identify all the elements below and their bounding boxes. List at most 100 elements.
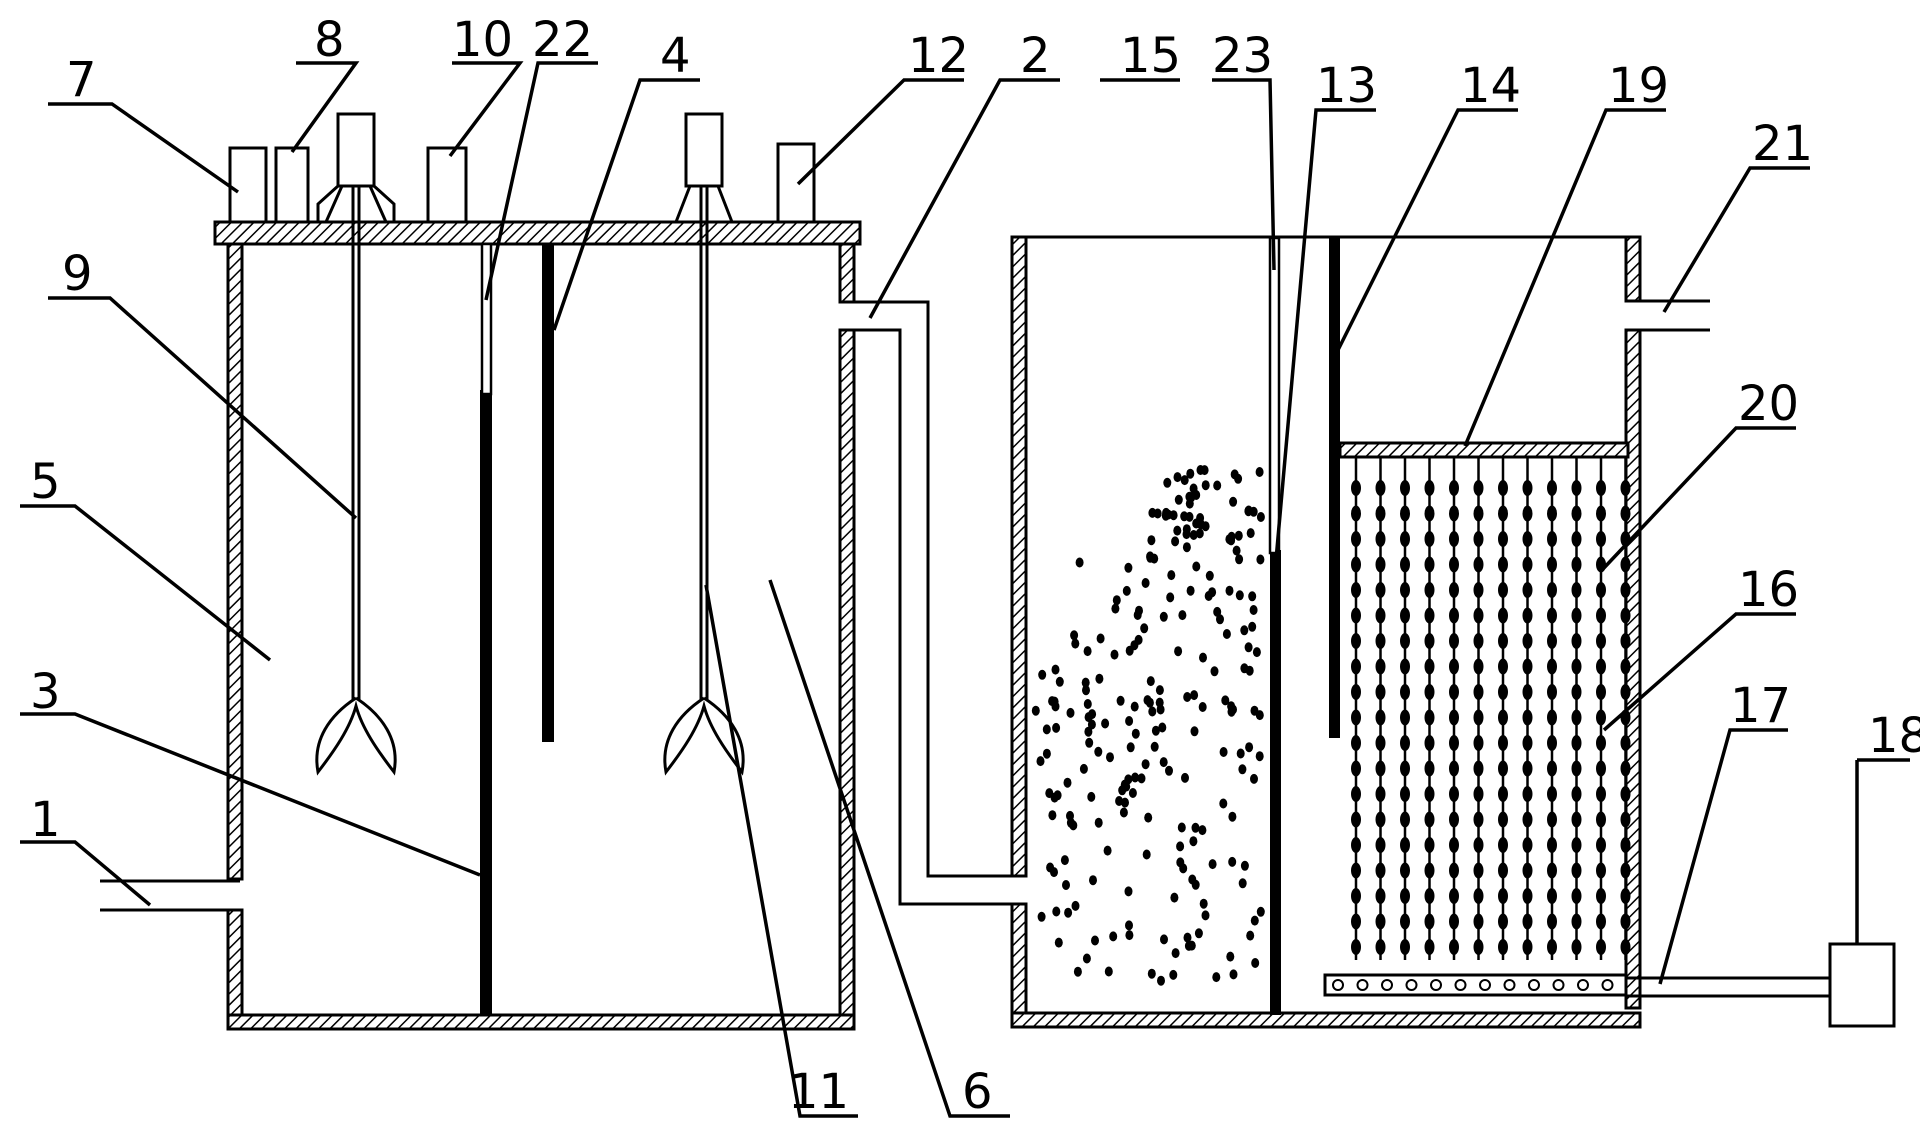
granule — [1196, 465, 1205, 475]
packing-bead — [1522, 505, 1533, 522]
granule — [1140, 623, 1149, 634]
granule — [1255, 751, 1264, 762]
probe-22 — [480, 242, 493, 396]
granule — [1146, 676, 1155, 687]
label-8: 8 — [314, 12, 345, 68]
packing-bead — [1547, 607, 1557, 624]
packing-bead — [1547, 531, 1557, 547]
granule — [1186, 585, 1195, 596]
granule — [1133, 610, 1142, 620]
label-14: 14 — [1460, 58, 1521, 114]
packing-bead — [1424, 480, 1435, 496]
packing-bead — [1400, 888, 1410, 904]
label-2: 2 — [1020, 28, 1051, 84]
granule — [1116, 695, 1125, 706]
packing-bead — [1596, 811, 1606, 828]
granule — [1252, 647, 1261, 658]
support-plate — [1338, 441, 1630, 459]
packing-bead — [1424, 709, 1435, 726]
packing-bead — [1375, 658, 1386, 675]
packing-bead — [1596, 684, 1606, 700]
label-9: 9 — [62, 246, 93, 302]
granule — [1229, 969, 1238, 980]
left-tank-wall-left-lower — [226, 908, 244, 1029]
granule — [1159, 757, 1168, 768]
granule — [1248, 621, 1257, 632]
aerator-hole — [1381, 979, 1393, 991]
packing-bead — [1596, 837, 1606, 853]
packing-bead — [1473, 633, 1484, 649]
granule — [1171, 536, 1180, 547]
granule — [1250, 915, 1259, 926]
packing-bead — [1473, 582, 1484, 598]
packing-bead — [1596, 505, 1606, 522]
air-pump — [1828, 942, 1896, 1028]
packing-bead — [1449, 607, 1459, 624]
packing-bead — [1449, 913, 1459, 930]
granule — [1073, 966, 1082, 977]
packing-bead — [1400, 505, 1410, 522]
packing-bead — [1400, 684, 1410, 700]
packing-bead — [1424, 658, 1435, 675]
label-6: 6 — [962, 1064, 993, 1120]
packing-bead — [1547, 888, 1557, 904]
packing-bead — [1375, 709, 1386, 726]
aerator-hole — [1479, 979, 1491, 991]
packing-bead — [1375, 939, 1386, 955]
packing-bead — [1596, 480, 1606, 496]
probe-23 — [1268, 236, 1281, 555]
aerator-hole — [1356, 979, 1369, 991]
granule — [1240, 625, 1249, 636]
aerator-hole — [1601, 979, 1614, 991]
packing-bead — [1473, 505, 1484, 522]
granule — [1251, 958, 1260, 968]
granule — [1069, 820, 1078, 831]
packing-bead — [1473, 862, 1484, 879]
packing-bead — [1571, 913, 1582, 930]
label-22: 22 — [532, 12, 593, 68]
granule — [1195, 528, 1204, 539]
label-17: 17 — [1730, 678, 1791, 734]
packing-strings — [1351, 457, 1631, 960]
granule — [1103, 845, 1112, 856]
granule — [1246, 930, 1255, 941]
granule — [1249, 605, 1258, 615]
packing-bead — [1620, 760, 1631, 777]
granule — [1155, 685, 1164, 696]
packing-bead — [1620, 786, 1631, 802]
granule — [1125, 930, 1134, 941]
packing-bead — [1620, 684, 1631, 700]
granule — [1171, 948, 1180, 959]
granule — [1176, 841, 1185, 852]
granule — [1146, 552, 1155, 563]
label-20: 20 — [1738, 376, 1799, 432]
packing-bead — [1449, 862, 1459, 879]
granule — [1194, 928, 1203, 939]
packing-bead — [1547, 786, 1557, 802]
label-15: 15 — [1120, 28, 1181, 84]
packing-bead — [1375, 480, 1386, 496]
granule — [1182, 524, 1191, 535]
packing-bead — [1351, 888, 1361, 904]
packing-bead — [1400, 837, 1410, 853]
granule — [1226, 951, 1235, 962]
packing-bead — [1498, 709, 1508, 726]
packing-bead — [1400, 607, 1410, 624]
packing-bead — [1620, 862, 1631, 879]
granule — [1167, 570, 1176, 581]
granule — [1147, 535, 1156, 546]
packing-bead — [1547, 582, 1557, 598]
packing-bead — [1620, 505, 1631, 522]
packing-bead — [1620, 556, 1631, 573]
granule — [1256, 554, 1265, 565]
packing-bead — [1449, 709, 1459, 726]
packing-bead — [1571, 862, 1582, 879]
granule — [1240, 663, 1249, 674]
packing-bead — [1424, 684, 1435, 700]
granule — [1165, 765, 1173, 776]
packing-bead — [1375, 760, 1386, 777]
granule — [1051, 664, 1060, 675]
granule — [1183, 932, 1192, 943]
granule — [1130, 640, 1139, 651]
granule — [1060, 855, 1069, 866]
